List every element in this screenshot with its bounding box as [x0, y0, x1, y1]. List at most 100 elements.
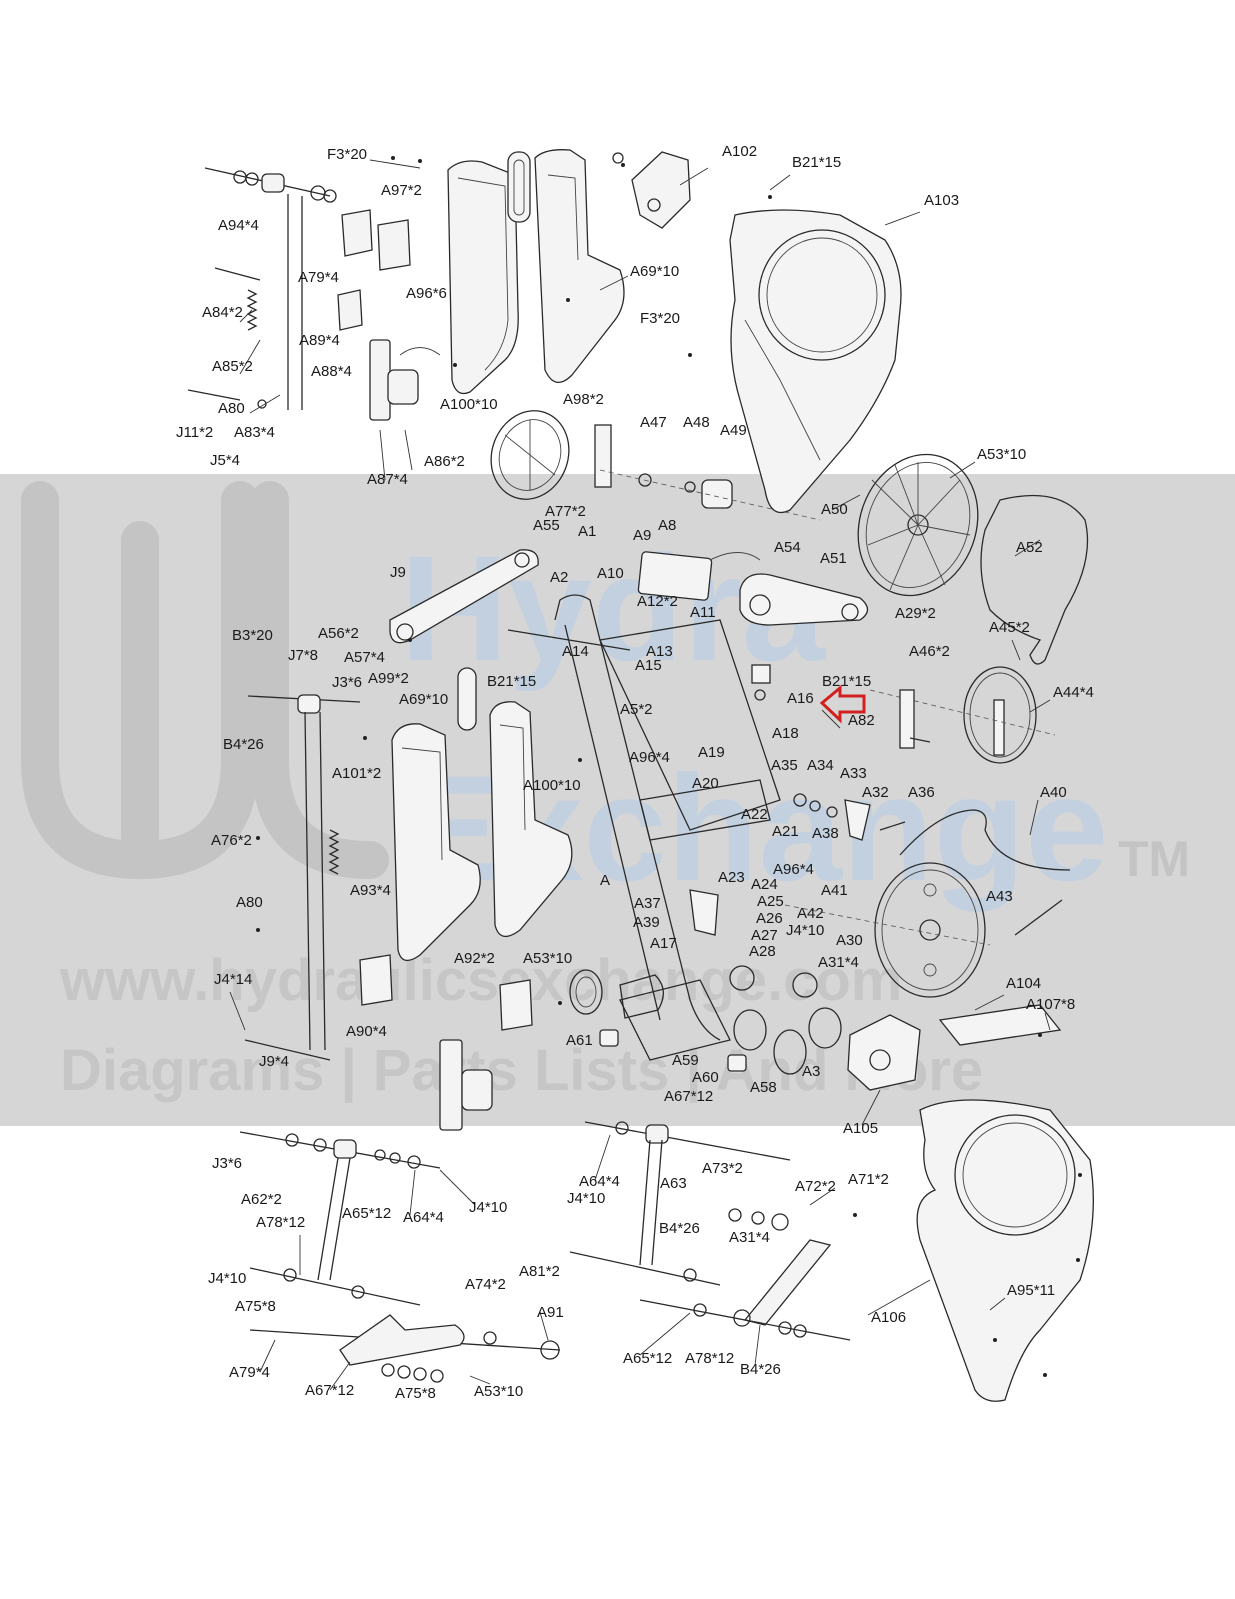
watermark-trademark: TM — [1118, 831, 1190, 887]
brake-parts-a32 — [793, 793, 906, 841]
part-label-a65-12-top: A65*12 — [342, 1205, 391, 1222]
part-label-b4-26-left: B4*26 — [223, 736, 264, 753]
part-label-a73: A73*2 — [702, 1160, 743, 1177]
part-label-a84: A84*2 — [202, 304, 243, 321]
part-label-a23: A23 — [718, 869, 745, 886]
pedal-arm-a80 — [244, 694, 361, 1061]
part-label-a89: A89*4 — [299, 332, 340, 349]
part-label-a80-mid: A80 — [236, 894, 263, 911]
part-label-a61: A61 — [566, 1032, 593, 1049]
part-label-a100-10-top: A100*10 — [440, 396, 498, 413]
part-label-a10: A10 — [597, 565, 624, 582]
part-label-a103: A103 — [924, 192, 959, 209]
part-label-a25: A25 — [757, 893, 784, 910]
part-label-a90: A90*4 — [346, 1023, 387, 1040]
sensor-a16 — [751, 664, 771, 701]
part-label-a74: A74*2 — [465, 1276, 506, 1293]
tension-parts-a37 — [689, 889, 818, 998]
part-label-a33: A33 — [840, 765, 867, 782]
part-label-a18: A18 — [772, 725, 799, 742]
part-label-a55: A55 — [533, 517, 560, 534]
part-label-a75-8-bot: A75*8 — [395, 1385, 436, 1402]
console-a8 — [637, 551, 761, 601]
part-label-a12: A12*2 — [637, 593, 678, 610]
highlight-arrow-a16 — [819, 684, 866, 724]
slot-bracket-a97 — [507, 151, 531, 223]
part-label-a53-10-top: A53*10 — [977, 446, 1026, 463]
part-label-a87: A87*4 — [367, 471, 408, 488]
part-label-a35: A35 — [771, 757, 798, 774]
part-label-a98: A98*2 — [563, 391, 604, 408]
part-label-a20: A20 — [692, 775, 719, 792]
part-label-a75-8-top: A75*8 — [235, 1298, 276, 1315]
part-label-a82: A82 — [848, 712, 875, 729]
cover-a98 — [534, 149, 625, 383]
bracket-a46 — [899, 689, 931, 749]
part-label-j5: J5*4 — [210, 452, 240, 469]
part-label-a24: A24 — [751, 876, 778, 893]
leader-lines — [229, 159, 1051, 1391]
linkage-a63 — [569, 1121, 851, 1341]
part-label-a83: A83*4 — [234, 424, 275, 441]
part-label-a41: A41 — [821, 882, 848, 899]
part-label-a52: A52 — [1016, 539, 1043, 556]
bracket-a102 — [612, 151, 691, 229]
part-label-a59: A59 — [672, 1052, 699, 1069]
part-label-a67-12-top: A67*12 — [664, 1088, 713, 1105]
part-label-a28: A28 — [749, 943, 776, 960]
cover-a100-upper — [447, 160, 519, 395]
part-label-a64-4-left: A64*4 — [403, 1209, 444, 1226]
cover-a100-lower — [391, 723, 481, 962]
bearings-a53 — [569, 969, 842, 1075]
part-label-f3-20-top: F3*20 — [327, 146, 367, 163]
part-label-a48: A48 — [683, 414, 710, 431]
part-label-a53-10-bot: A53*10 — [474, 1383, 523, 1400]
part-label-b21-15-top: B21*15 — [792, 154, 841, 171]
part-label-a9: A9 — [633, 527, 651, 544]
watermark-tagline: Diagrams | Parts Lists | And More — [60, 1038, 983, 1103]
actuator-a87 — [369, 339, 441, 421]
part-label-a67-12-bot: A67*12 — [305, 1382, 354, 1399]
part-label-a29: A29*2 — [895, 605, 936, 622]
part-label-a26: A26 — [756, 910, 783, 927]
part-label-a30: A30 — [836, 932, 863, 949]
part-label-j4-10-mid: J4*10 — [469, 1199, 507, 1216]
bolt-j11 — [187, 389, 267, 409]
flywheel-a51 — [857, 453, 979, 597]
part-label-a88: A88*4 — [311, 363, 352, 380]
rail-a104 — [938, 1004, 1062, 1046]
part-label-a76: A76*2 — [211, 832, 252, 849]
part-label-j4-10-b: J4*10 — [567, 1190, 605, 1207]
watermark: Hydra Exchange TM www.hydraulicsexchange… — [0, 474, 1235, 1126]
cord-a40 — [899, 809, 1071, 936]
part-label-a2: A2 — [550, 569, 568, 586]
part-label-b21-15-right: B21*15 — [822, 673, 871, 690]
part-label-a94: A94*4 — [218, 217, 259, 234]
watermark-logo — [21, 481, 389, 880]
part-label-a96-4-mid: A96*4 — [773, 861, 814, 878]
part-label-a60: A60 — [692, 1069, 719, 1086]
part-label-a: A — [600, 872, 610, 889]
part-label-f3-20-mid: F3*20 — [640, 310, 680, 327]
part-label-a53-10-mid: A53*10 — [523, 950, 572, 967]
screws — [256, 156, 1082, 1377]
part-label-a39: A39 — [633, 914, 660, 931]
part-label-j3-6-top: J3*6 — [332, 674, 362, 691]
part-label-a105: A105 — [843, 1120, 878, 1137]
part-label-a21: A21 — [772, 823, 799, 840]
part-label-a34: A34 — [807, 757, 834, 774]
part-label-a50: A50 — [821, 501, 848, 518]
part-label-a3: A3 — [802, 1063, 820, 1080]
part-label-a86: A86*2 — [424, 453, 465, 470]
part-label-a91: A91 — [537, 1304, 564, 1321]
part-label-a13: A13 — [646, 643, 673, 660]
part-label-a1: A1 — [578, 523, 596, 540]
part-label-b3-20: B3*20 — [232, 627, 273, 644]
part-label-a57: A57*4 — [344, 649, 385, 666]
part-label-a15: A15 — [635, 657, 662, 674]
linkage-a74 — [249, 1314, 561, 1383]
part-label-j9: J9 — [390, 564, 406, 581]
part-label-j7-8: J7*8 — [288, 647, 318, 664]
part-labels: F3*20A97*2A102B21*15A103A94*4A69*10A79*4… — [176, 143, 1094, 1402]
part-label-a93: A93*4 — [350, 882, 391, 899]
